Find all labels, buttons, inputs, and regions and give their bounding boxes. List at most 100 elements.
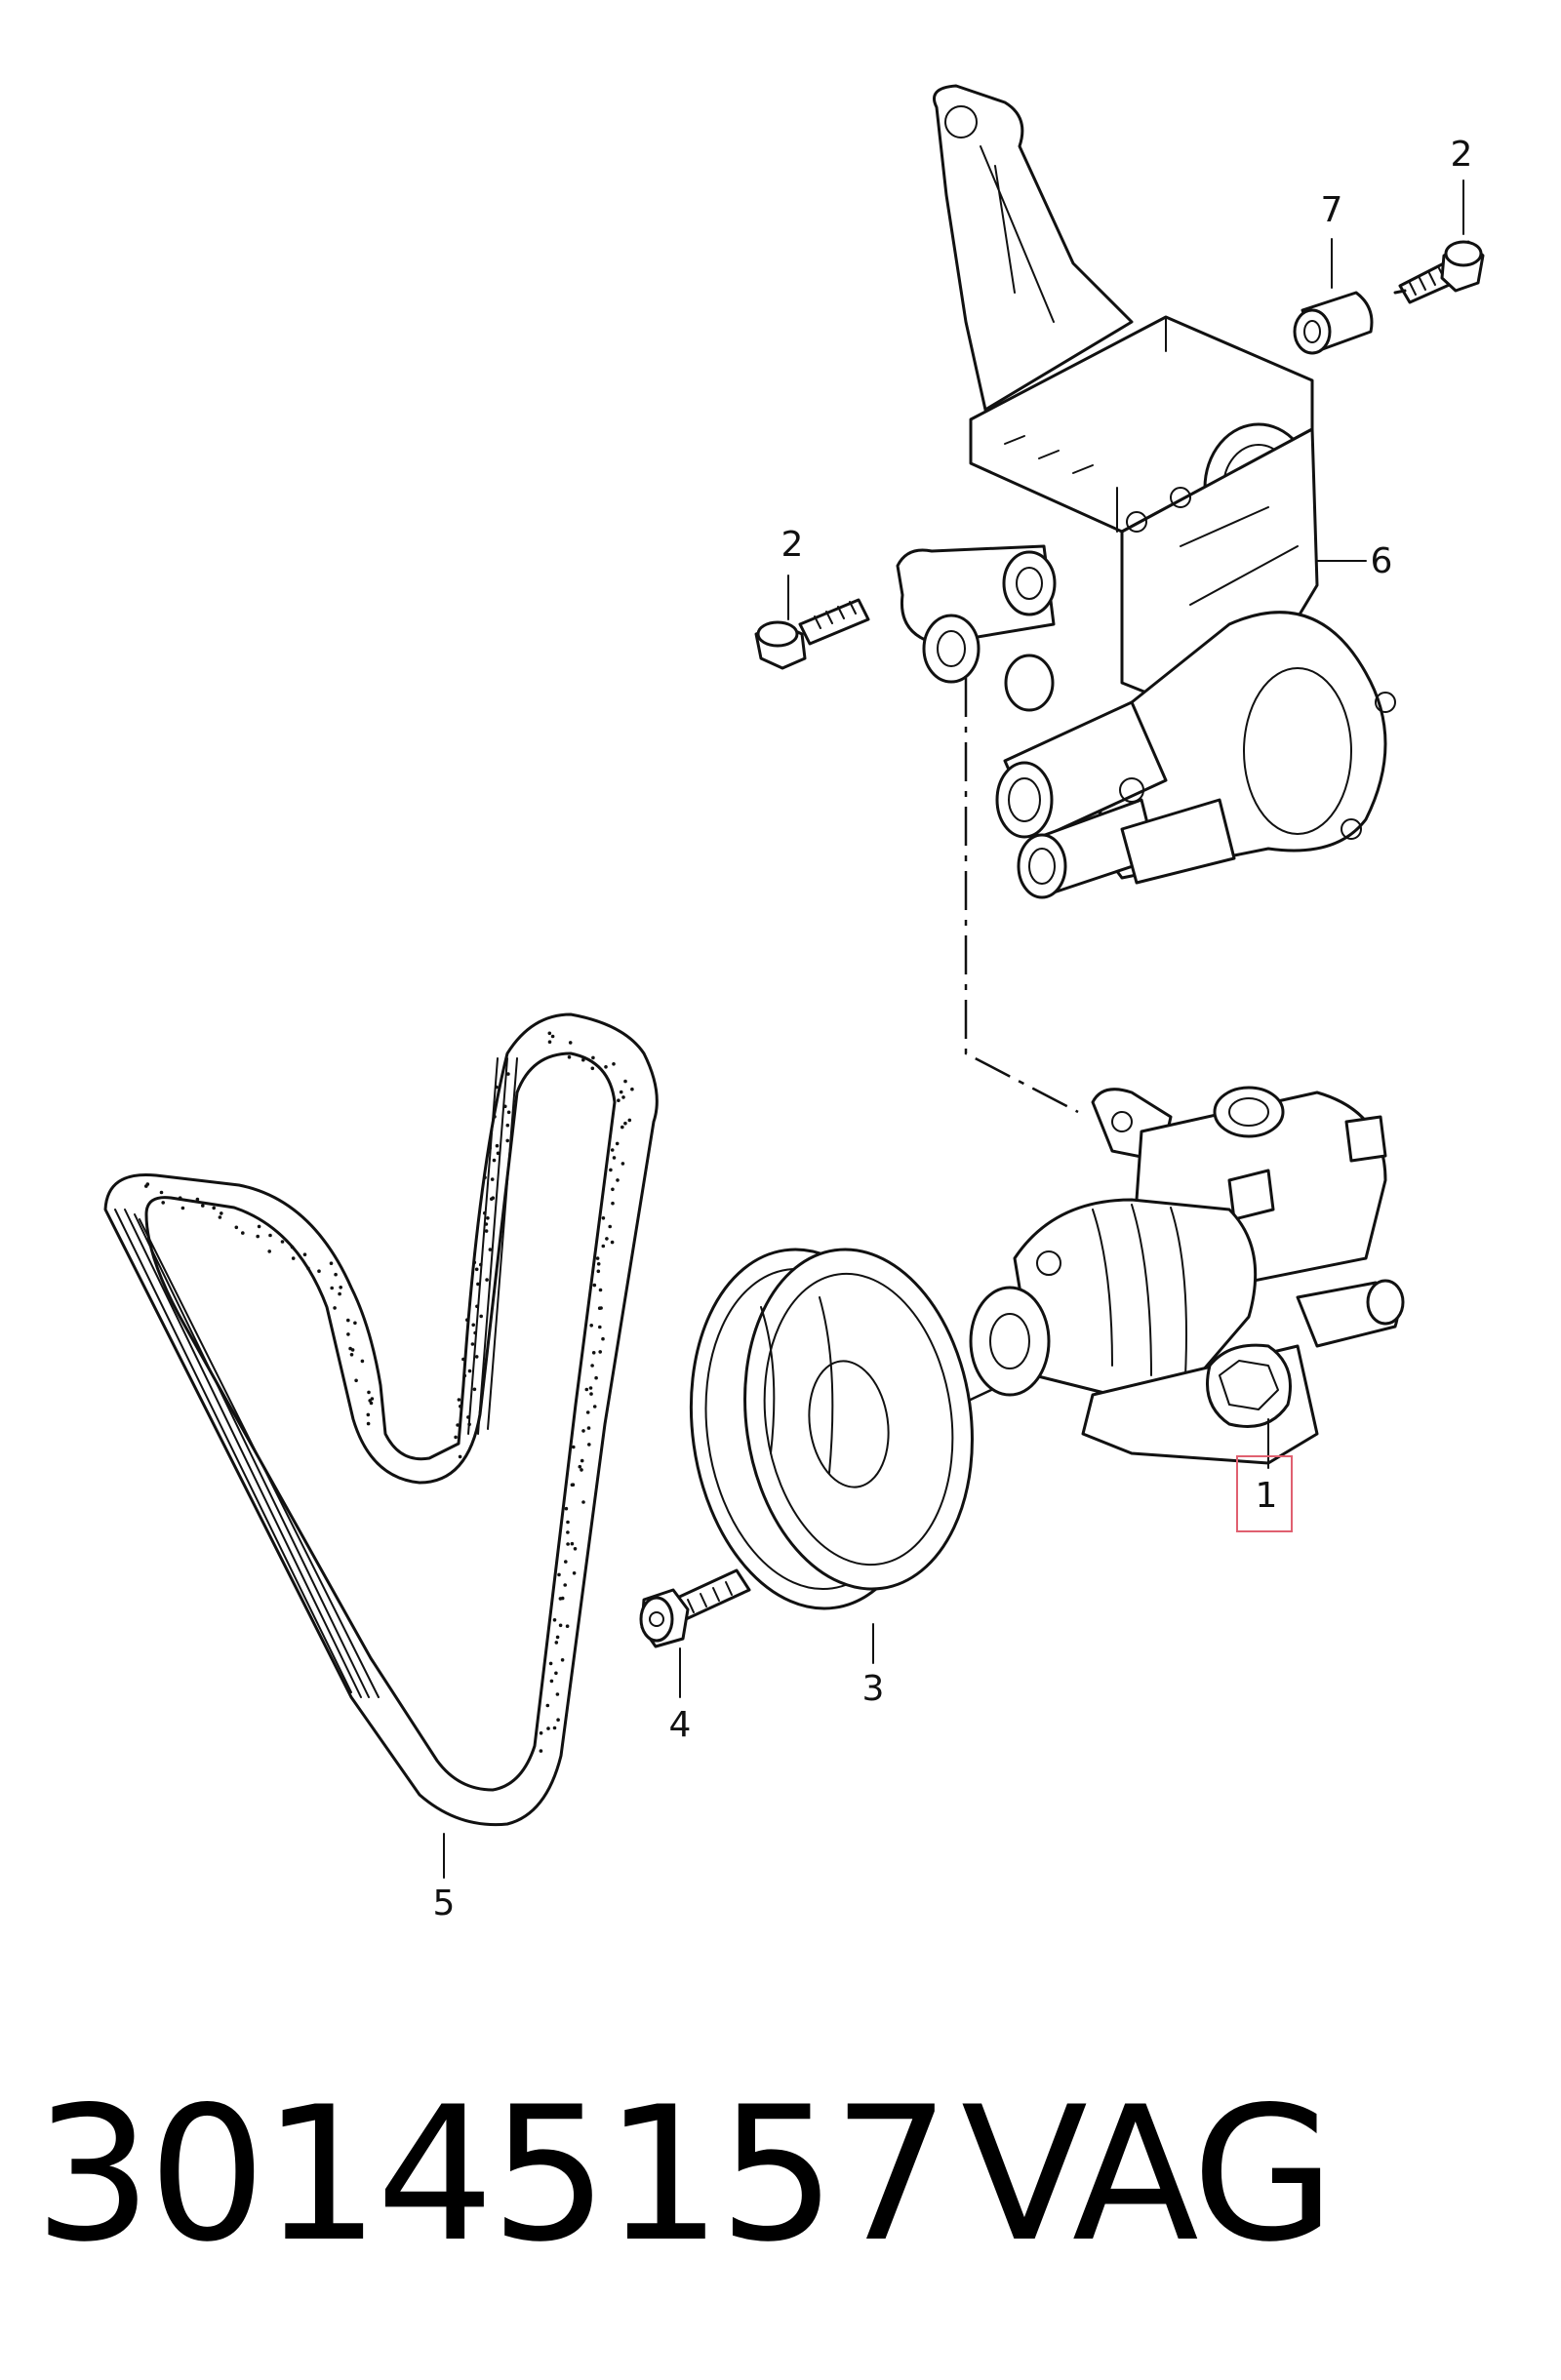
belt-texture-dot: [346, 1318, 350, 1323]
callout-1-highlight-box: [1236, 1455, 1293, 1532]
belt-texture-dot: [608, 1224, 612, 1229]
belt-texture-dot: [339, 1286, 343, 1289]
callout-2-left: 2: [781, 525, 804, 565]
belt-texture-dot: [241, 1231, 245, 1235]
belt-texture-dot: [474, 1267, 479, 1272]
belt-texture-dot: [556, 1718, 560, 1722]
belt-texture-dot: [360, 1359, 365, 1364]
belt-texture-dot: [212, 1206, 216, 1210]
belt-texture-dot: [454, 1435, 458, 1440]
belt-texture-dot: [539, 1731, 543, 1735]
belt-texture-dot: [503, 1104, 507, 1109]
belt-texture-dot: [590, 1364, 594, 1368]
belt-texture-dot: [461, 1357, 465, 1362]
belt-texture-dot: [368, 1399, 373, 1403]
belt-texture-dot: [546, 1726, 550, 1730]
belt-texture-dot: [623, 1079, 627, 1084]
belt-texture-dot: [601, 1244, 606, 1249]
belt-texture-dot: [218, 1215, 222, 1219]
callout-6: 6: [1371, 541, 1393, 581]
belt-texture-dot: [467, 1368, 472, 1373]
belt-texture-dot: [459, 1405, 462, 1408]
belt-texture-dot: [465, 1318, 469, 1322]
belt-texture-dot: [201, 1204, 205, 1208]
belt-texture-dot: [472, 1387, 477, 1392]
belt-texture-dot: [490, 1177, 495, 1181]
part-number: 30145157: [34, 2067, 950, 2282]
belt-texture-dot: [456, 1423, 460, 1427]
belt-texture-dot: [597, 1306, 602, 1310]
belt-texture-dot: [479, 1314, 484, 1319]
belt-texture-dot: [220, 1211, 223, 1215]
belt-texture-dot: [591, 1055, 595, 1060]
mounting-bolt-top: [1393, 240, 1485, 304]
belt-texture-dot: [563, 1583, 567, 1587]
belt-texture-dot: [470, 1342, 475, 1346]
pump-pulley: [689, 1248, 974, 1610]
belt-texture-dot: [495, 1143, 500, 1148]
belt-texture-dot: [601, 1216, 606, 1220]
belt-texture-dot: [291, 1256, 296, 1260]
belt-texture-dot: [547, 1040, 552, 1044]
belt-texture-dot: [580, 1468, 583, 1472]
belt-texture-dot: [595, 1256, 600, 1260]
belt-texture-dot: [630, 1087, 634, 1091]
belt-texture-dot: [566, 1530, 570, 1534]
belt-texture-dot: [329, 1261, 334, 1265]
belt-texture-dot: [586, 1426, 591, 1430]
belt-texture-dot: [473, 1330, 477, 1335]
belt-texture-dot: [620, 1125, 624, 1130]
belt-texture-dot: [474, 1355, 479, 1359]
belt-texture-dot: [605, 1237, 609, 1241]
belt-texture-dot: [554, 1641, 559, 1645]
belt-texture-dot: [338, 1291, 341, 1296]
belt-texture-dot: [492, 1158, 497, 1163]
belt-texture-dot: [333, 1306, 337, 1310]
belt-texture-dot: [483, 1210, 487, 1215]
belt-texture-dot: [505, 1123, 510, 1128]
belt-texture-dot: [471, 1323, 476, 1328]
belt-texture-dot: [488, 1248, 493, 1251]
belt-texture-dot: [330, 1286, 335, 1290]
belt-texture-dot: [548, 1661, 553, 1666]
pulley-bolt: [639, 1568, 751, 1648]
belt-texture-dot: [581, 1500, 585, 1504]
belt-texture-dot: [493, 1115, 497, 1119]
pump-mounting-bracket: [896, 84, 1396, 899]
belt-texture-dot: [178, 1196, 182, 1200]
belt-texture-dot: [568, 1041, 573, 1045]
belt-texture-dot: [458, 1454, 462, 1459]
belt-texture-dot: [615, 1141, 620, 1146]
belt-texture-dot: [180, 1206, 185, 1210]
belt-texture-dot: [334, 1272, 338, 1277]
belt-texture-dot: [581, 1429, 585, 1433]
callout-4: 4: [669, 1705, 692, 1745]
belt-texture-dot: [354, 1378, 358, 1383]
belt-texture-dot: [620, 1162, 625, 1166]
belt-texture-dot: [570, 1541, 575, 1546]
belt-texture-dot: [366, 1412, 371, 1417]
belt-texture-dot: [475, 1304, 479, 1309]
mounting-bolt-left: [754, 598, 870, 670]
belt-texture-dots: [144, 1031, 634, 1753]
belt-texture-dot: [552, 1726, 557, 1730]
belt-texture-dot: [234, 1225, 239, 1230]
belt-texture-dot: [457, 1398, 461, 1402]
belt-texture-dot: [467, 1422, 471, 1427]
belt-texture-dot: [619, 1090, 623, 1094]
belt-texture-dot: [462, 1373, 467, 1378]
belt-texture-dot: [558, 1623, 563, 1628]
belt-texture-dot: [491, 1196, 496, 1200]
belt-texture-dot: [290, 1245, 295, 1250]
belt-texture-dot: [589, 1392, 593, 1396]
belt-texture-dot: [611, 1187, 615, 1192]
belt-texture-dot: [306, 1266, 310, 1271]
belt-texture-dot: [161, 1201, 165, 1205]
belt-texture-dot: [566, 1520, 570, 1525]
belt-texture-dot: [598, 1325, 602, 1329]
belt-texture-dot: [610, 1240, 615, 1245]
belt-texture-dot: [302, 1252, 307, 1256]
belt-texture-dot: [621, 1095, 625, 1099]
belt-texture-dot: [572, 1445, 576, 1449]
